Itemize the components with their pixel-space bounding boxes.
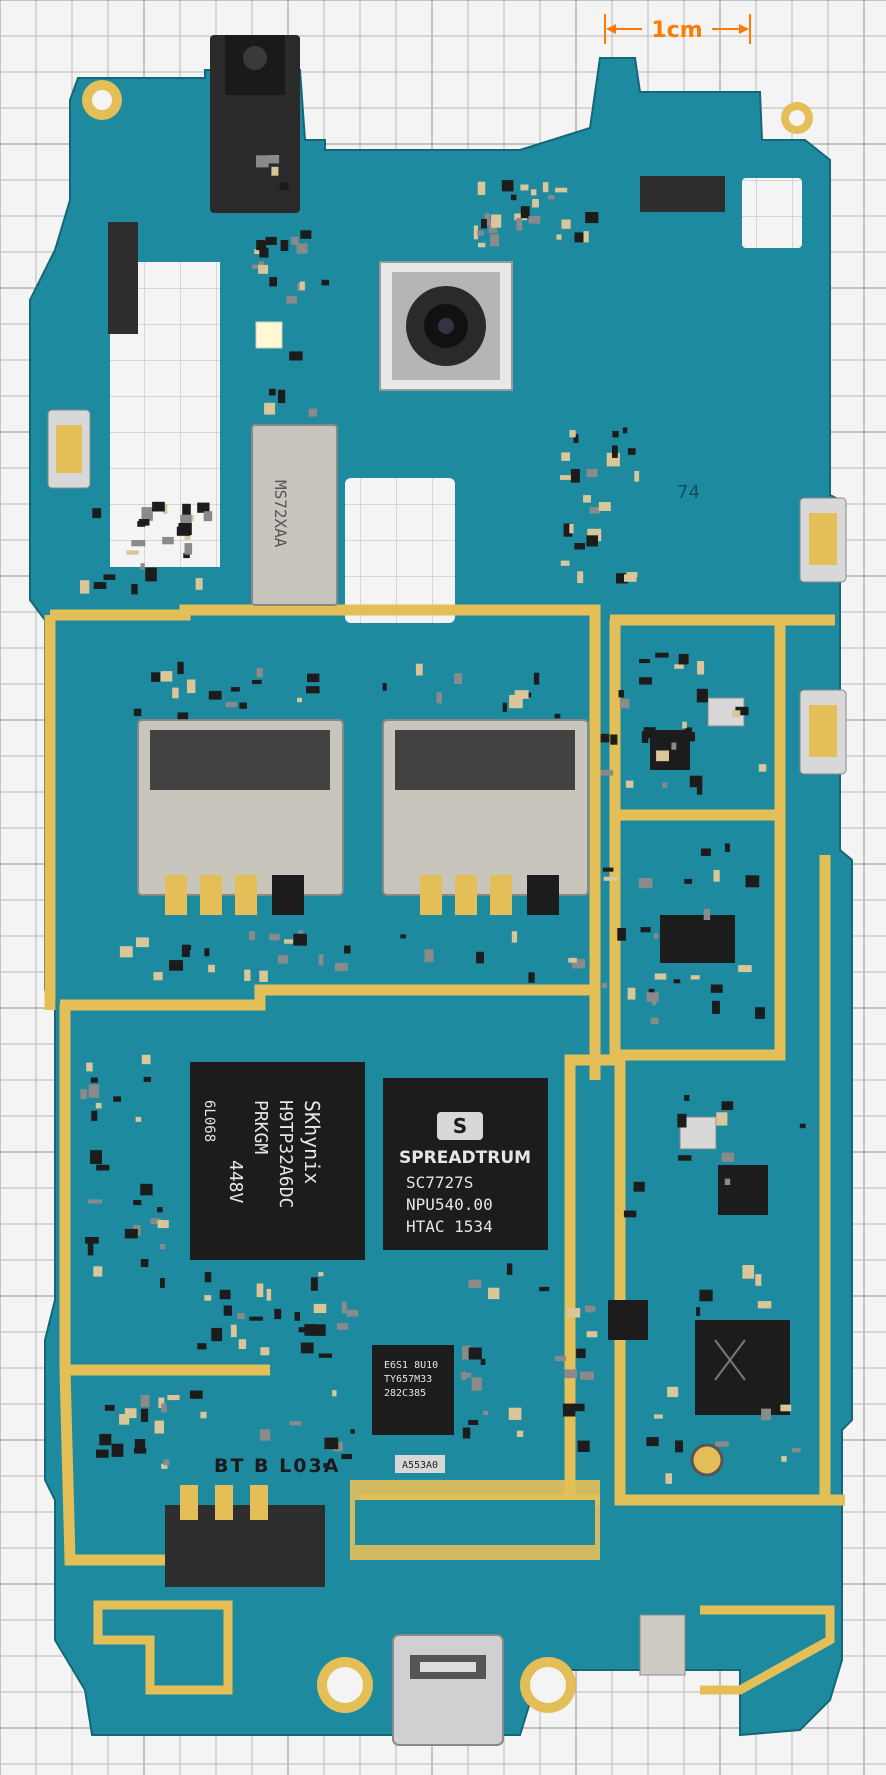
- battery-connector-label: BT B L03A: [214, 1455, 340, 1477]
- cpu-brand: SPREADTRUM: [399, 1148, 531, 1168]
- microsd-slot: MS72XAA: [251, 424, 338, 606]
- memory-chip-line-2: H9TP32A6DC: [275, 1100, 296, 1208]
- board-cutout-center: [345, 478, 455, 623]
- svg-text:S: S: [453, 1114, 467, 1138]
- sim-card-slot-1: [137, 719, 344, 915]
- sensor-chip: [650, 730, 690, 770]
- memory-chip-side-text: 6L068: [201, 1100, 217, 1142]
- micro-usb-port: [392, 1634, 504, 1746]
- memory-chip-line-1: SKhynix: [300, 1100, 324, 1184]
- smd-components: [80, 155, 806, 1484]
- pmic-line-3: 282C385: [384, 1388, 426, 1399]
- pmic-chip: E6S1 8U10 TY657M33 282C385: [372, 1345, 454, 1435]
- pmic-line-2: TY657M33: [384, 1374, 432, 1385]
- camera-module: [379, 261, 513, 391]
- pmic-line-1: E6S1 8U10: [384, 1360, 438, 1371]
- crystal-oscillator: [639, 1614, 686, 1676]
- cpu-chip: S SPREADTRUM SC7727S NPU540.00 HTAC 1534: [383, 1078, 548, 1250]
- power-amp-chip: [718, 1165, 768, 1215]
- flex-connector-left: [108, 222, 138, 334]
- battery-connector: BT B L03A: [165, 1455, 340, 1587]
- cpu-line-1: SC7727S: [406, 1173, 473, 1192]
- memory-chip-line-4: 448V: [225, 1160, 246, 1204]
- shield-frame: [44, 604, 845, 1566]
- memory-chip: SKhynix H9TP32A6DC PRKGM 448V 6L068: [190, 1062, 365, 1260]
- scale-bar: 1cm: [604, 14, 751, 44]
- circuit-board: MS72XAA SKhynix H9TP32A6DC PRKGM 448V: [29, 35, 853, 1746]
- transceiver-chip: [660, 915, 735, 963]
- flash-led: [255, 321, 283, 349]
- board-cutout-right: [742, 178, 802, 248]
- cpu-line-3: HTAC 1534: [406, 1217, 493, 1236]
- antenna-connector: [690, 1443, 724, 1477]
- small-chip-label: A553A0: [402, 1460, 438, 1471]
- svg-text:MS72XAA: MS72XAA: [271, 480, 290, 548]
- flex-connector-top: [640, 176, 725, 212]
- cpu-line-2: NPU540.00: [406, 1195, 493, 1214]
- memory-chip-line-3: PRKGM: [250, 1100, 271, 1154]
- rf-chip: [695, 1320, 790, 1415]
- sim-card-slot-2: [382, 719, 589, 915]
- scale-bar-label: 1cm: [651, 18, 702, 43]
- board-number: 74: [677, 482, 700, 503]
